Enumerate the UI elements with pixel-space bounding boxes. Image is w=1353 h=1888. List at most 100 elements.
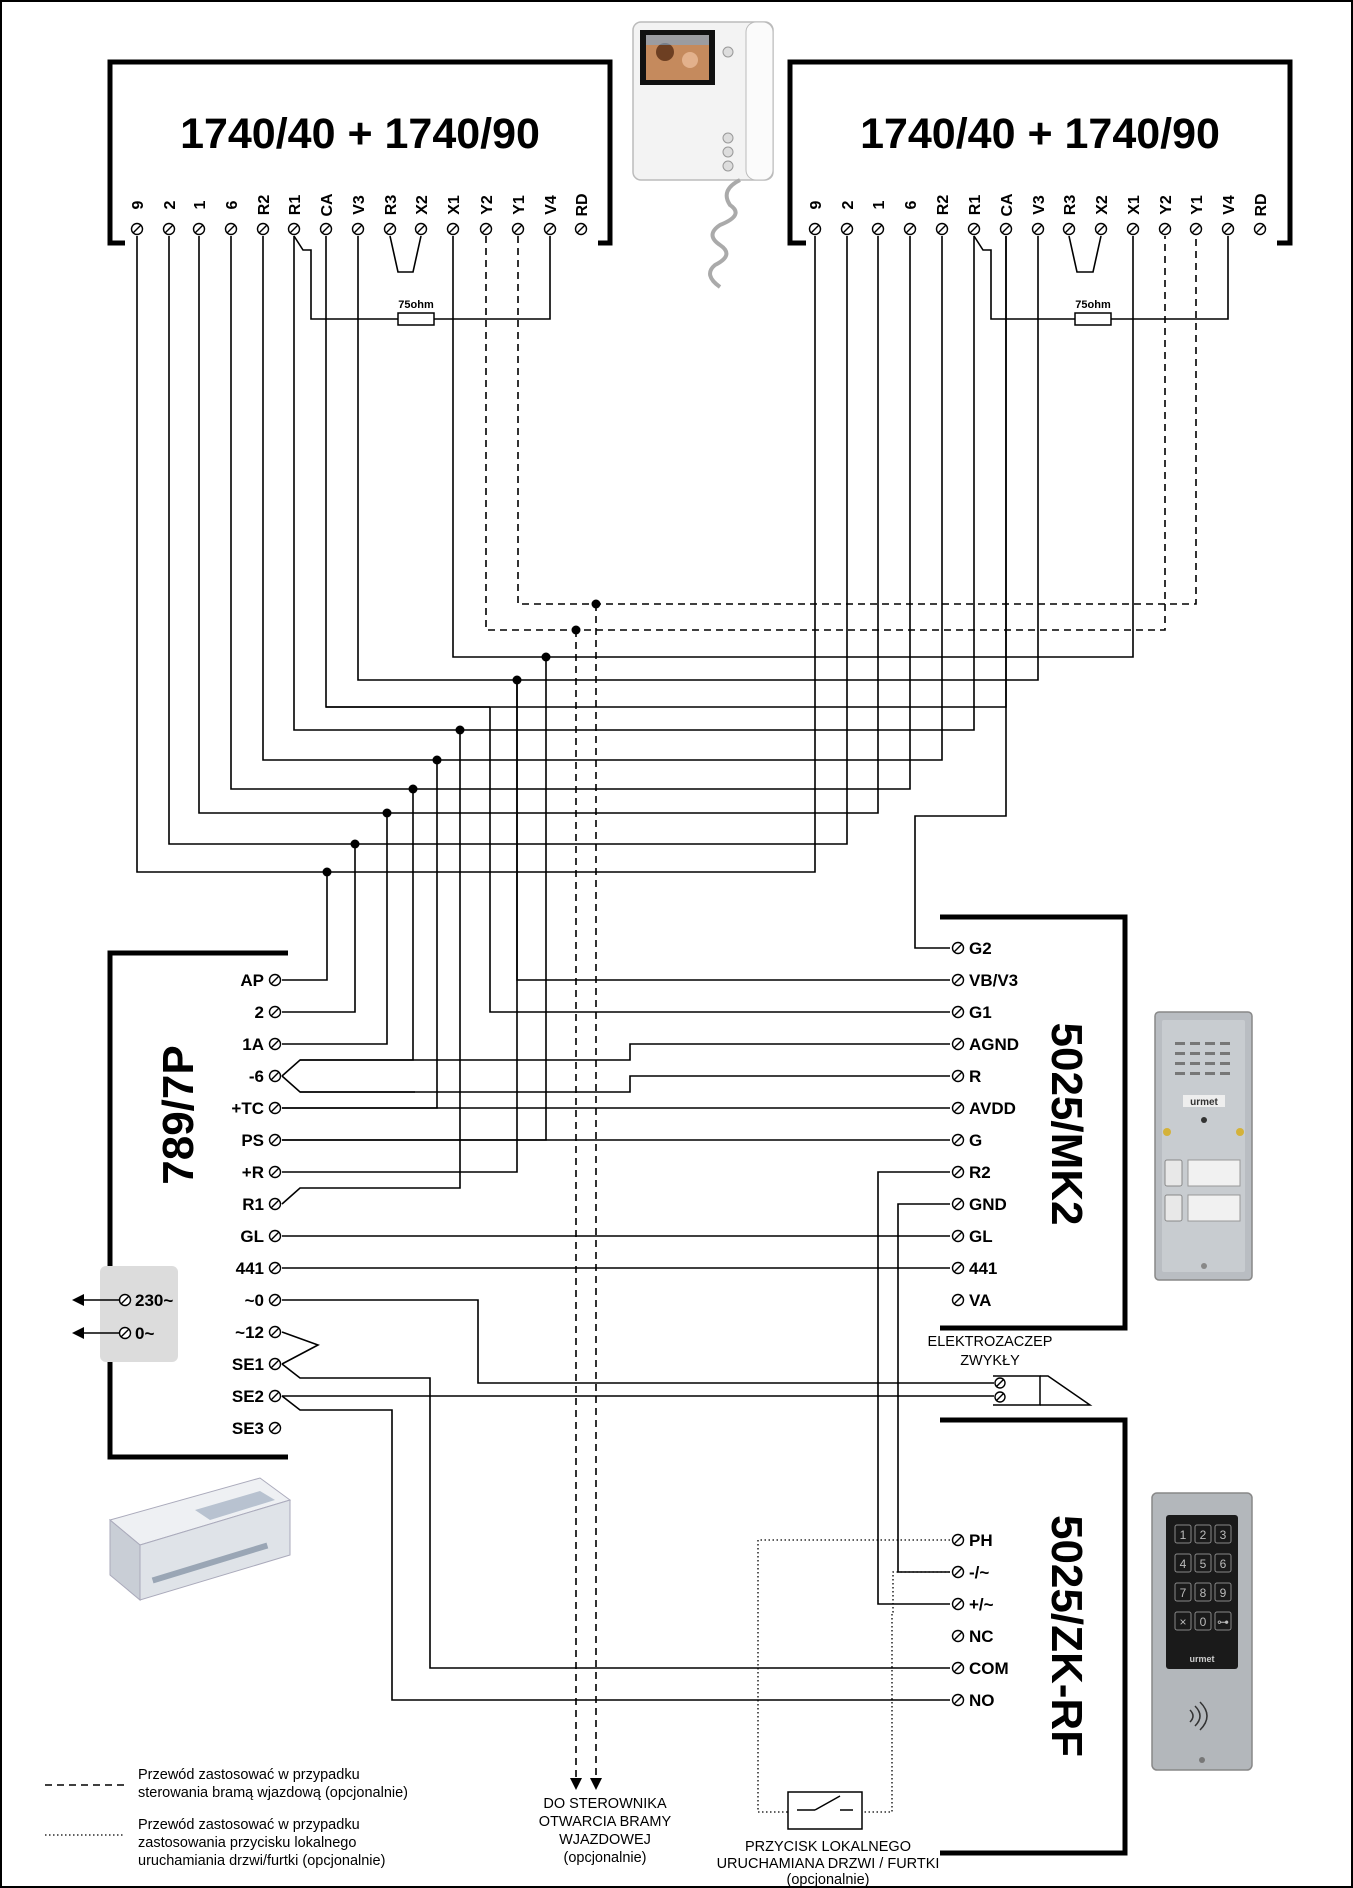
zk-pin-com-terminal [951,1661,965,1675]
zk-pin-x-terminal [951,1597,965,1611]
mk2-pin-g1-terminal [951,1005,965,1019]
monitor-0-pin-2-label: 2 [162,200,179,209]
keypad-key-label: 3 [1220,1528,1227,1542]
monitor-1-pin-ca-label: CA [999,193,1016,217]
monitor-0-pin-r2-terminal [256,222,270,236]
psu-pin-se2-label: SE2 [232,1387,264,1406]
keypad-key [1174,1611,1192,1631]
resistor-left: 75ohm [397,299,435,326]
legend-dotted-line2: zastosowania przycisku lokalnego [138,1835,356,1851]
mains-area [100,1266,178,1362]
button-label-line2: URUCHAMIANA DRZWI / FURTKI [717,1856,940,1872]
wire-y2-dashed [485,236,1166,631]
mk2-pin-gnd-terminal [951,1197,965,1211]
monitor-1-pin-r1-terminal [967,222,981,236]
wire [973,235,1075,320]
psu-pin-r1-terminal [268,1197,282,1211]
monitor-1-pin-v3-terminal [1031,222,1045,236]
lock-label-line1: ELEKTROZACZEP [928,1334,1053,1350]
wire [914,236,1007,949]
gate-label-line2: OTWARCIA BRAMY [539,1814,672,1830]
monitor-1-pin-2-terminal [840,222,854,236]
keypad-key-label: 6 [1220,1557,1227,1571]
keypad-key [1214,1611,1232,1631]
mk2-pin-g1-label: G1 [969,1003,992,1022]
button-wire-1 [757,1539,950,1813]
wire [1111,236,1229,320]
monitor-1-pin-r1-label: R1 [967,195,984,216]
monitor-1-pin-rd-terminal [1253,222,1267,236]
monitor-0-pin-y1-label: Y1 [511,195,528,215]
legend-dotted-line3: uruchamiania drzwi/furtki (opcjonalnie) [138,1853,385,1869]
psu-pin-se1-terminal [268,1357,282,1371]
wire [281,789,414,1077]
psu-pin-0-label: ~0 [245,1291,264,1310]
wire [357,236,1039,681]
keypad-key [1194,1611,1212,1631]
psu-pin-12-terminal [268,1325,282,1339]
monitor-0-pin-r3-label: R3 [383,195,400,216]
wire [136,236,816,873]
resistor-label-left: 75ohm [398,299,434,311]
psu-pin-r1-label: R1 [242,1195,264,1214]
psu-pin-gl-terminal [268,1229,282,1243]
mk2-pin-441-label: 441 [969,1259,997,1278]
wire [198,236,879,814]
keypad-key-label: 2 [1200,1528,1207,1542]
keypad-key [1214,1524,1232,1544]
mk2-pin-gl-terminal [951,1229,965,1243]
arrow-down-icon [590,1778,602,1790]
mk2-pin-avdd-terminal [951,1101,965,1115]
psu-pin-0-terminal [268,1293,282,1307]
mk2-pin-agnd-terminal [951,1037,965,1051]
monitor-0-pin-v4-terminal [543,222,557,236]
lock-label-line2: ZWYKŁY [960,1353,1020,1369]
monitor-0-pin-y2-label: Y2 [479,195,496,215]
keypad-key-label: 7 [1180,1586,1187,1600]
mk2-pin-va-terminal [951,1293,965,1307]
local-button: PRZYCISK LOKALNEGO URUCHAMIANA DRZWI / F… [717,1791,940,1888]
gate-label-line4: (opcjonalnie) [563,1850,646,1866]
wire [282,680,518,1173]
psu-pin-r-terminal [268,1165,282,1179]
zk-pin-x-label: -/~ [969,1563,989,1582]
button-wire-2 [862,1571,950,1813]
psu-pin-se1-label: SE1 [232,1355,264,1374]
wire [281,1395,950,1701]
mk2-pin-vb-v3-label: VB/V3 [969,971,1018,990]
wire [293,235,398,320]
keypad-key-label: 5 [1200,1557,1207,1571]
monitor-1-pin-x1-label: X1 [1126,195,1143,215]
wire [300,1043,950,1061]
resistor-label-right: 75ohm [1075,299,1111,311]
monitor-1-pin-y1-terminal [1189,222,1203,236]
mains-230: 230~ [72,1291,173,1310]
gate-label-line3: WJAZDOWEJ [559,1832,651,1848]
wire [489,707,950,1013]
monitor-1-pin-r2-label: R2 [935,195,952,216]
monitor-0-pin-1-terminal [192,222,206,236]
keypad-key [1194,1582,1212,1602]
keypad-key-label: ⊶ [1217,1615,1229,1629]
mk2-pin-441-terminal [951,1261,965,1275]
psu-pin-ps-terminal [268,1133,282,1147]
gate-controller-label: DO STEROWNIKA OTWARCIA BRAMY WJAZDOWEJ (… [539,1796,672,1866]
monitor-0-pin-1-label: 1 [192,200,209,209]
wire [282,1299,994,1384]
monitor-0-pin-ca-label: CA [319,193,336,217]
psu-pin-2-terminal [268,1005,282,1019]
zk-box [940,1417,1128,1856]
psu-pin-441-label: 441 [236,1259,264,1278]
monitor-0-pin-rd-terminal [574,222,588,236]
legend-dashed-line2: sterowania bramą wjazdową (opcjonalnie) [138,1785,408,1801]
wire [282,844,356,1013]
zk-pin-com-label: COM [969,1659,1009,1678]
gate-label-line1: DO STEROWNIKA [543,1796,667,1812]
monitor-title-left: 1740/40 + 1740/90 [180,110,540,158]
psu-pin-2-label: 2 [255,1003,264,1022]
monitor-1-pin-r3-label: R3 [1062,195,1079,216]
